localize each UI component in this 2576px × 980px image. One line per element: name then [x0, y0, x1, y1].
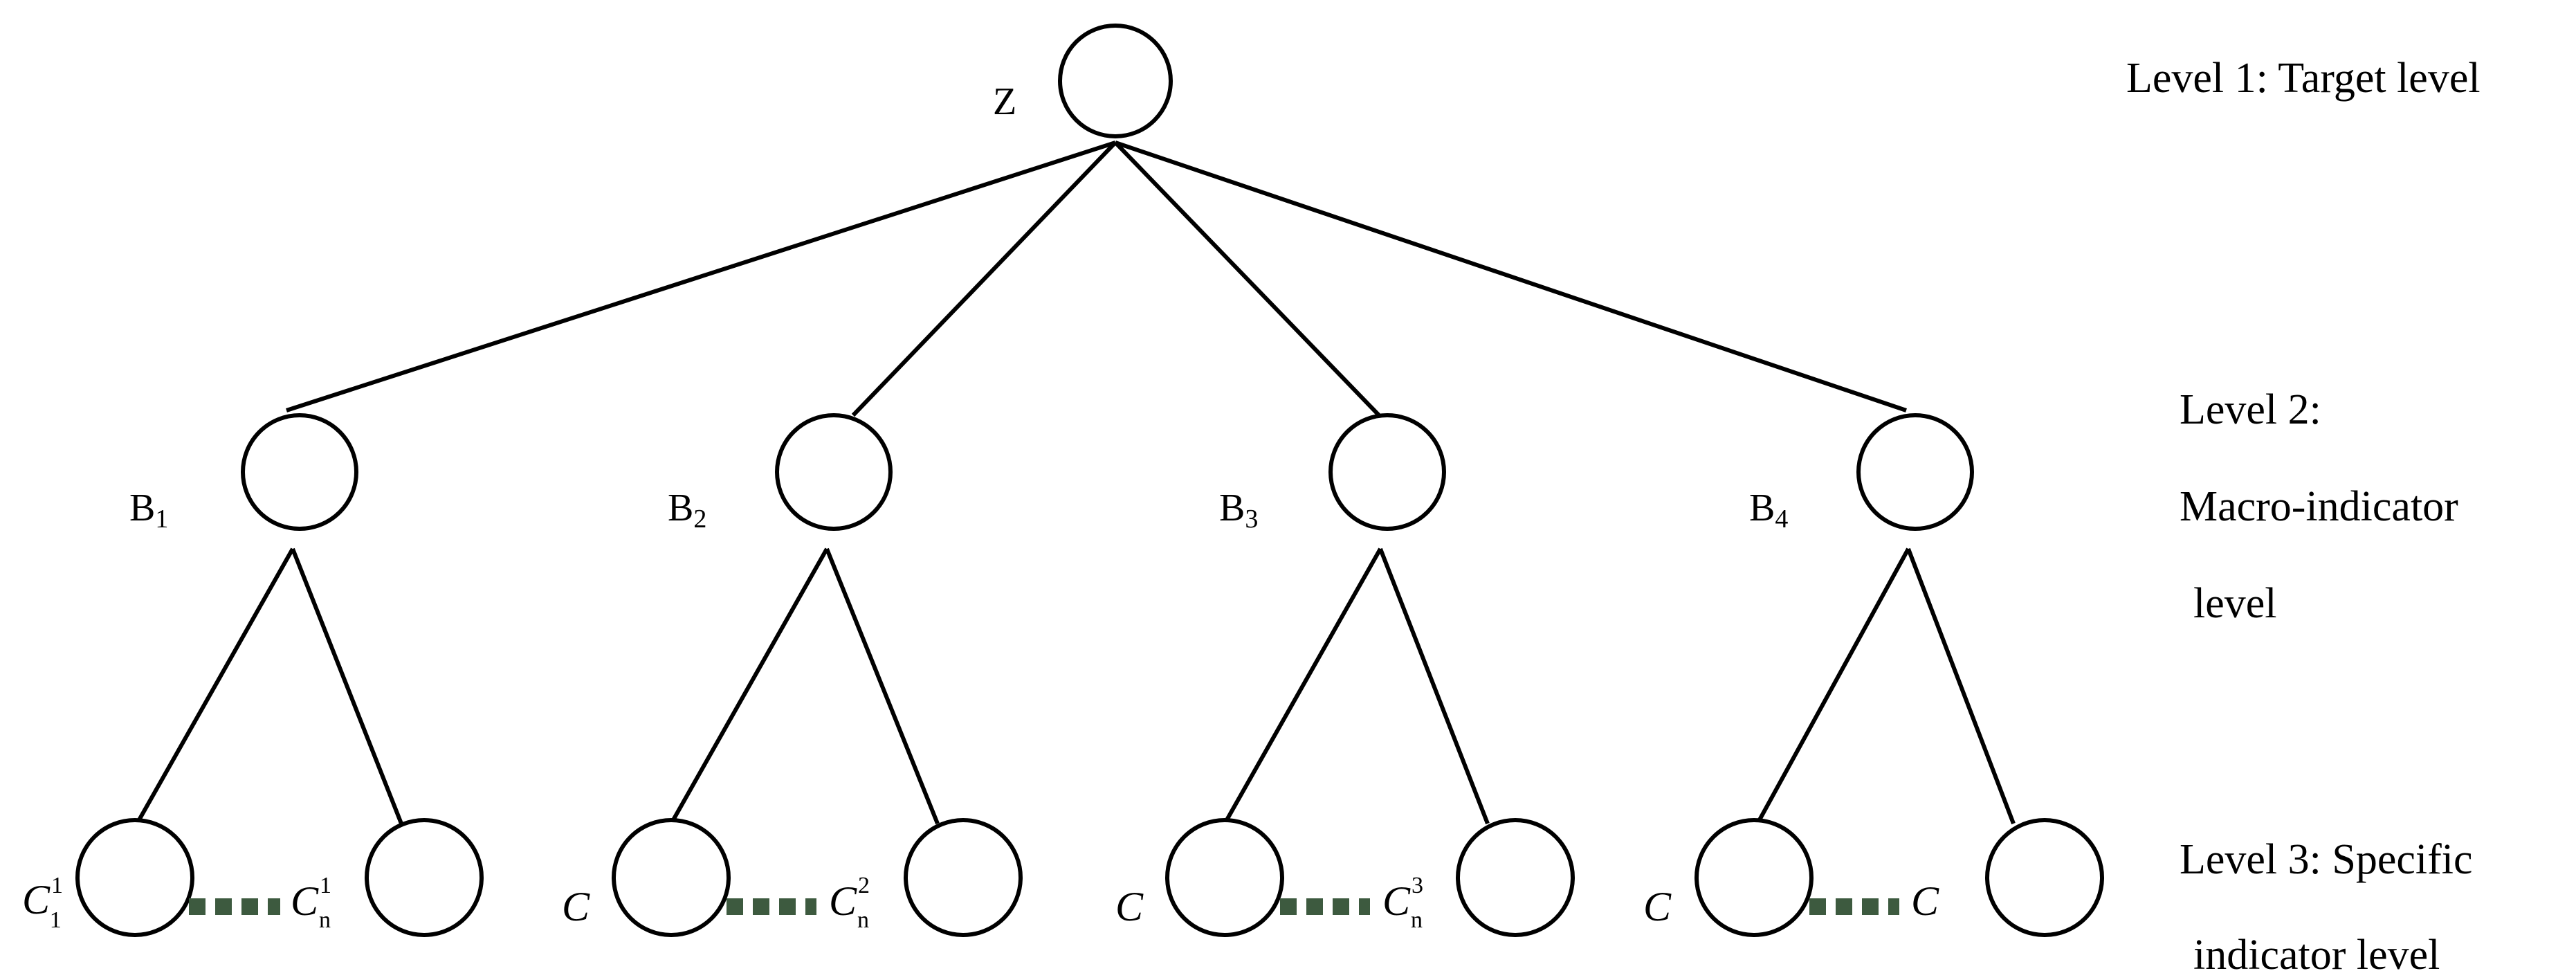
- edge-b4-right: [1906, 547, 2016, 825]
- macro-label-b4: B4: [1749, 487, 1788, 534]
- macro-node-b2: B2: [668, 413, 893, 534]
- edge-b1-left: [135, 547, 295, 825]
- macro-circle-b4: [1856, 413, 1974, 531]
- macro-circle-b1: [241, 413, 358, 531]
- level-labels: Level 1: Target level Level 2: Macro-ind…: [2126, 55, 2481, 979]
- specific-label-4-left: C: [1643, 884, 1672, 929]
- macro-label-b3: B3: [1219, 487, 1258, 534]
- root-label: Z: [993, 80, 1016, 123]
- level-3-label-line2: indicator level: [2193, 932, 2440, 979]
- specific-label-2-left: C: [562, 884, 590, 929]
- edge-z-b4: [1115, 140, 1907, 412]
- specific-node-2-left: [612, 818, 731, 937]
- edge-z-b3: [1113, 140, 1381, 417]
- macro-circle-b3: [1328, 413, 1446, 531]
- macro-edges: [135, 547, 2016, 825]
- root-node-z: [1058, 24, 1173, 138]
- edge-b3-left: [1223, 547, 1382, 825]
- specific-node-3-left: [1165, 818, 1284, 937]
- edge-b2-right: [825, 547, 940, 825]
- specific-node-2-right: [904, 818, 1023, 937]
- level-3-label-line1: Level 3: Specific: [2180, 836, 2473, 883]
- macro-node-b3: B3: [1219, 413, 1446, 534]
- edge-b1-right: [291, 547, 403, 825]
- edge-b2-left: [669, 547, 829, 825]
- level-2-label-line3: level: [2193, 580, 2277, 627]
- macro-node-b4: B4: [1749, 413, 1974, 534]
- macro-label-b2: B2: [668, 487, 706, 534]
- specific-node-3-right: [1456, 818, 1575, 937]
- macro-circle-b2: [775, 413, 893, 531]
- specific-label-3-left: C: [1115, 884, 1144, 929]
- specific-node-4-right: [1985, 818, 2104, 937]
- specific-label-4-right: C: [1911, 878, 1939, 924]
- edge-b4-left: [1755, 547, 1910, 825]
- specific-group-4: C C: [1643, 818, 2104, 937]
- macro-label-b1: B1: [129, 487, 168, 534]
- level-1-label: Level 1: Target level: [2126, 55, 2481, 102]
- level-2-label-line2: Macro-indicator: [2180, 483, 2458, 530]
- specific-node-1-right: [365, 818, 484, 937]
- edge-z-b1: [286, 140, 1116, 412]
- root-edges: [286, 140, 1907, 417]
- specific-node-1-left: [75, 818, 194, 937]
- specific-node-4-left: [1695, 818, 1814, 937]
- edge-b3-right: [1378, 547, 1490, 825]
- macro-node-b1: B1: [129, 413, 358, 534]
- level-2-label-line1: Level 2:: [2180, 386, 2321, 433]
- edge-z-b2: [851, 140, 1117, 417]
